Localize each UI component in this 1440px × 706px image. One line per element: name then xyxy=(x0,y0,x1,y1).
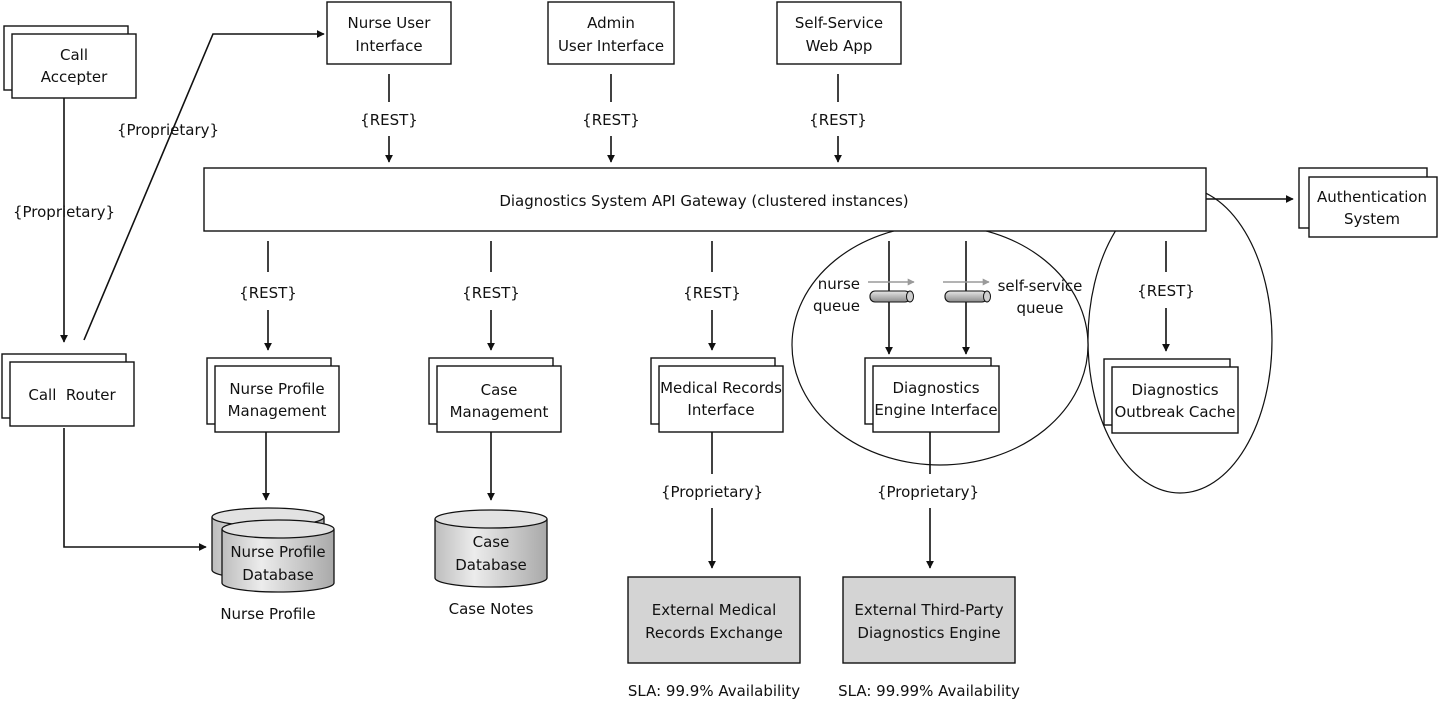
self-service-app-node[interactable]: Self-Service Web App xyxy=(776,1,902,65)
rest-label-medical: {REST} xyxy=(683,284,741,302)
admin-ui-label-2: User Interface xyxy=(558,37,664,55)
self-service-queue-label-1: self-service xyxy=(998,277,1083,295)
sla-medical-caption: SLA: 99.9% Availability xyxy=(628,682,800,700)
self-service-queue-label-2: queue xyxy=(1017,299,1064,317)
nurse-ui-label-2: Interface xyxy=(355,37,422,55)
nurse-ui-node[interactable]: Nurse User Interface xyxy=(326,1,452,65)
case-mgmt-node[interactable]: Case Management xyxy=(428,357,562,433)
protocol-labels: {Proprietary} {Proprietary} {REST} {REST… xyxy=(13,111,1195,501)
external-diagnostics-engine-node[interactable]: External Third-Party Diagnostics Engine xyxy=(842,576,1016,664)
self-service-queue-pipe-icon xyxy=(944,290,988,303)
router-to-nurse-db-arrow xyxy=(63,428,207,551)
nurse-db-label-2: Database xyxy=(242,566,314,584)
rest-label-self-service: {REST} xyxy=(809,111,867,129)
medical-records-label-2: Interface xyxy=(687,401,754,419)
rest-label-cache: {REST} xyxy=(1137,282,1195,300)
call-accepter-label-2: Accepter xyxy=(41,68,108,86)
medical-records-label-1: Medical Records xyxy=(660,379,782,397)
nurse-profile-mgmt-label-1: Nurse Profile xyxy=(229,380,324,398)
rest-label-nurse-profile: {REST} xyxy=(239,284,297,302)
api-gateway-node[interactable]: Diagnostics System API Gateway (clustere… xyxy=(203,167,1207,232)
nurse-queue: nurse queue xyxy=(813,275,915,315)
sla-diagnostics-caption: SLA: 99.99% Availability xyxy=(838,682,1020,700)
diag-engine-label-1: Diagnostics xyxy=(892,379,979,397)
api-gateway-label: Diagnostics System API Gateway (clustere… xyxy=(499,192,908,210)
diagnostics-engine-interface-node[interactable]: Diagnostics Engine Interface xyxy=(864,357,1000,433)
case-mgmt-label-1: Case xyxy=(481,381,518,399)
auth-label-1: Authentication xyxy=(1317,188,1427,206)
router-to-nurse-ui-arrow xyxy=(83,30,325,341)
call-accepter-label-1: Call xyxy=(60,46,88,64)
auth-system-node[interactable]: Authentication System xyxy=(1298,167,1438,238)
ext-medical-label-2: Records Exchange xyxy=(645,624,783,642)
nurse-profile-database[interactable]: Nurse Profile Database xyxy=(211,507,335,593)
nurse-db-label-1: Nurse Profile xyxy=(230,543,325,561)
case-notes-caption: Case Notes xyxy=(449,600,534,618)
self-service-queue: self-service queue xyxy=(943,277,1082,317)
proprietary-label-accepter: {Proprietary} xyxy=(13,203,115,221)
self-service-label-1: Self-Service xyxy=(795,14,883,32)
call-router-label: Call Router xyxy=(28,386,116,404)
diag-engine-label-2: Engine Interface xyxy=(874,401,997,419)
nurse-ui-label-1: Nurse User xyxy=(348,14,432,32)
rest-label-nurse-ui: {REST} xyxy=(360,111,418,129)
rest-label-admin-ui: {REST} xyxy=(582,111,640,129)
nurse-profile-mgmt-label-2: Management xyxy=(228,402,327,420)
external-medical-records-node[interactable]: External Medical Records Exchange xyxy=(627,576,801,664)
case-mgmt-label-2: Management xyxy=(450,403,549,421)
diagnostics-outbreak-cache-node[interactable]: Diagnostics Outbreak Cache xyxy=(1103,358,1239,434)
outbreak-cache-label-2: Outbreak Cache xyxy=(1114,403,1235,421)
self-service-label-2: Web App xyxy=(806,37,873,55)
nurse-queue-label-2: queue xyxy=(813,297,860,315)
medical-records-interface-node[interactable]: Medical Records Interface xyxy=(650,357,784,433)
cache-scaling-ellipse xyxy=(1087,186,1273,494)
case-database[interactable]: Case Database xyxy=(434,509,548,588)
nurse-profile-mgmt-node[interactable]: Nurse Profile Management xyxy=(206,357,340,433)
case-db-label-1: Case xyxy=(473,533,510,551)
ext-diag-label-1: External Third-Party xyxy=(854,601,1003,619)
nurse-queue-label-1: nurse xyxy=(818,275,860,293)
proprietary-label-diagnostics: {Proprietary} xyxy=(877,483,979,501)
admin-ui-node[interactable]: Admin User Interface xyxy=(547,1,675,65)
call-router-node[interactable]: Call Router xyxy=(1,353,135,427)
database-icon xyxy=(434,519,548,588)
proprietary-label-medical: {Proprietary} xyxy=(661,483,763,501)
rest-label-case: {REST} xyxy=(462,284,520,302)
outbreak-cache-label-1: Diagnostics xyxy=(1131,381,1218,399)
proprietary-label-router: {Proprietary} xyxy=(117,121,219,139)
nurse-profile-caption: Nurse Profile xyxy=(220,605,315,623)
nurse-queue-pipe-icon xyxy=(869,290,911,303)
ext-medical-label-1: External Medical xyxy=(652,601,776,619)
auth-label-2: System xyxy=(1344,210,1400,228)
admin-ui-label-1: Admin xyxy=(587,14,635,32)
call-accepter-node[interactable]: Call Accepter xyxy=(3,25,137,99)
ext-diag-label-2: Diagnostics Engine xyxy=(857,624,1000,642)
case-db-label-2: Database xyxy=(455,556,527,574)
